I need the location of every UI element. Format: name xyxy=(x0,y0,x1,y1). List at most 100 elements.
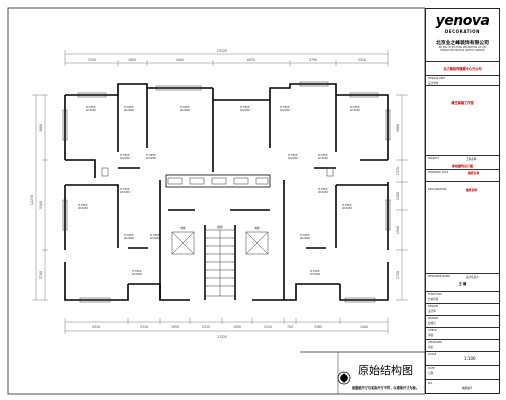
bottom-dim-8: 3360 xyxy=(314,325,322,329)
top-dim-2: 1850 xyxy=(128,58,136,62)
left-dimensions: 12270 3860 5540 2740 xyxy=(30,94,48,301)
company-logo: yenova xyxy=(435,13,490,29)
check-row: CHECK 审核 xyxy=(426,327,499,339)
top-dim-3: 4400 xyxy=(176,58,184,62)
approved-value: 审定 xyxy=(428,346,434,349)
date-value: 日期 xyxy=(428,372,434,375)
bottom-dim-4: 2310 xyxy=(202,325,210,329)
function-row: FUNCTION 方案阶段 xyxy=(426,291,499,303)
approved-row: APPROVED 审定 xyxy=(426,339,499,351)
left-dim-1: 3860 xyxy=(39,124,43,132)
company-name-en: BEI JING YE ZHI FENG DECORATION CO.,LTD xyxy=(438,46,487,49)
bottom-dim-1: 4310 xyxy=(92,325,100,329)
design-row: DESIGN 设计师 xyxy=(426,303,499,315)
elevator-label-left: 电梯 xyxy=(180,226,186,230)
bottom-dimensions: 4310 2310 1950 2310 1950 2310 720 3360 1… xyxy=(64,318,389,339)
bottom-dim-7: 720 xyxy=(287,325,293,329)
drawn-value: 绘图员 xyxy=(428,322,436,325)
scale-row: SCALE 1:100 xyxy=(426,351,499,365)
check-value: 审核 xyxy=(428,334,434,337)
top-dim-6: 3320 xyxy=(358,58,366,62)
project-row: PROJECT 工程名称 原始建筑设计图 xyxy=(426,155,499,169)
right-dim-3: 1590 xyxy=(396,192,400,200)
branch-name: 业之峰装饰旗舰中心分公司 xyxy=(443,67,482,71)
no-label: NO. xyxy=(428,382,433,385)
top-dimensions: 23320 3320 1850 4400 6970 3790 3320 xyxy=(64,49,389,66)
bottom-total-dim: 23320 xyxy=(217,335,227,339)
bottom-dim-9: 1400 xyxy=(360,325,368,329)
company-name: 北京业之峰装饰有限公司 xyxy=(436,41,489,46)
studio-row: 峰芝高端工作室 xyxy=(426,85,499,155)
stair-label: 楼梯 xyxy=(217,225,223,229)
right-dim-5: 2740 xyxy=(396,271,400,279)
no-value: 图纸编号 xyxy=(462,387,473,390)
right-dimensions: 3860 1270 1590 1540 2740 xyxy=(396,94,408,301)
designer-value: 设计负责人 xyxy=(466,276,479,279)
explanation-row: EXPLANATION 图纸说明 xyxy=(426,181,499,273)
design-unit-row: DESIGN UNIT 设计单位 xyxy=(426,75,499,85)
date-label: DATE xyxy=(428,367,435,370)
left-dim-2: 5540 xyxy=(39,201,43,209)
company-logo-sub: DECORATION xyxy=(444,29,481,34)
drawing-frame xyxy=(7,7,425,395)
project-name: 原始建筑设计图 xyxy=(451,164,473,168)
drawing-title: 原始结构图 xyxy=(358,364,413,377)
designer-label: DESIGNER NAME xyxy=(428,275,450,278)
no-row: NO. 图纸编号 xyxy=(426,379,499,395)
openings xyxy=(62,81,391,303)
right-dim-2: 1270 xyxy=(396,167,400,175)
scale-value: 1:100 xyxy=(464,356,476,361)
drawn-label: DRAWN xyxy=(428,317,438,320)
left-total-dim: 12270 xyxy=(30,195,34,205)
stairwell: 电梯 电梯 楼梯 xyxy=(171,225,269,297)
floor-plan: 23320 3320 1850 4400 6970 3790 3320 4310… xyxy=(7,7,425,395)
elevator-right xyxy=(245,231,269,255)
scale-label: SCALE xyxy=(428,353,437,356)
designer-name: 王 楠 xyxy=(458,282,467,286)
elevator-label-right: 电梯 xyxy=(254,226,260,230)
date-row: DATE 日期 xyxy=(426,365,499,379)
branch-row: 业之峰装饰旗舰中心分公司 xyxy=(426,61,499,75)
left-dim-3: 2740 xyxy=(39,271,43,279)
bottom-dim-5: 1950 xyxy=(233,325,241,329)
design-label: DESIGN xyxy=(428,305,438,308)
bottom-dim-3: 1950 xyxy=(171,325,179,329)
drawing-title-value: 图纸名称 xyxy=(468,171,480,175)
right-dim-1: 3860 xyxy=(396,124,400,132)
top-dim-4: 6970 xyxy=(247,58,255,62)
drawing-title-label: DRAWING TITLE xyxy=(428,171,449,174)
design-value: 设计师 xyxy=(428,310,436,313)
top-dim-5: 3790 xyxy=(309,58,317,62)
explanation-label: EXPLANATION xyxy=(428,188,447,191)
title-block: yenova DECORATION 北京业之峰装饰有限公司 BEI JING Y… xyxy=(425,8,500,394)
designer-row: DESIGNER NAME 设计负责人 王 楠 xyxy=(426,273,499,286)
explanation-value: 图纸说明 xyxy=(466,188,478,192)
company-name-sub: YENOVA DECORATION LIMITED COMPANY xyxy=(440,49,485,52)
bottom-dim-2: 2310 xyxy=(140,325,148,329)
project-value: 工程名称 xyxy=(466,158,477,161)
top-total-dim: 23320 xyxy=(217,49,227,53)
stair-treads xyxy=(205,230,235,296)
design-unit-value: 设计单位 xyxy=(428,82,439,85)
function-label: FUNCTION xyxy=(428,293,442,296)
footer-note: 如图纸尺寸与实际尺寸不符，以现场尺寸为准。 xyxy=(352,386,419,390)
right-dim-4: 1540 xyxy=(396,226,400,234)
top-dim-1: 3320 xyxy=(88,58,96,62)
project-label: PROJECT xyxy=(428,157,440,160)
